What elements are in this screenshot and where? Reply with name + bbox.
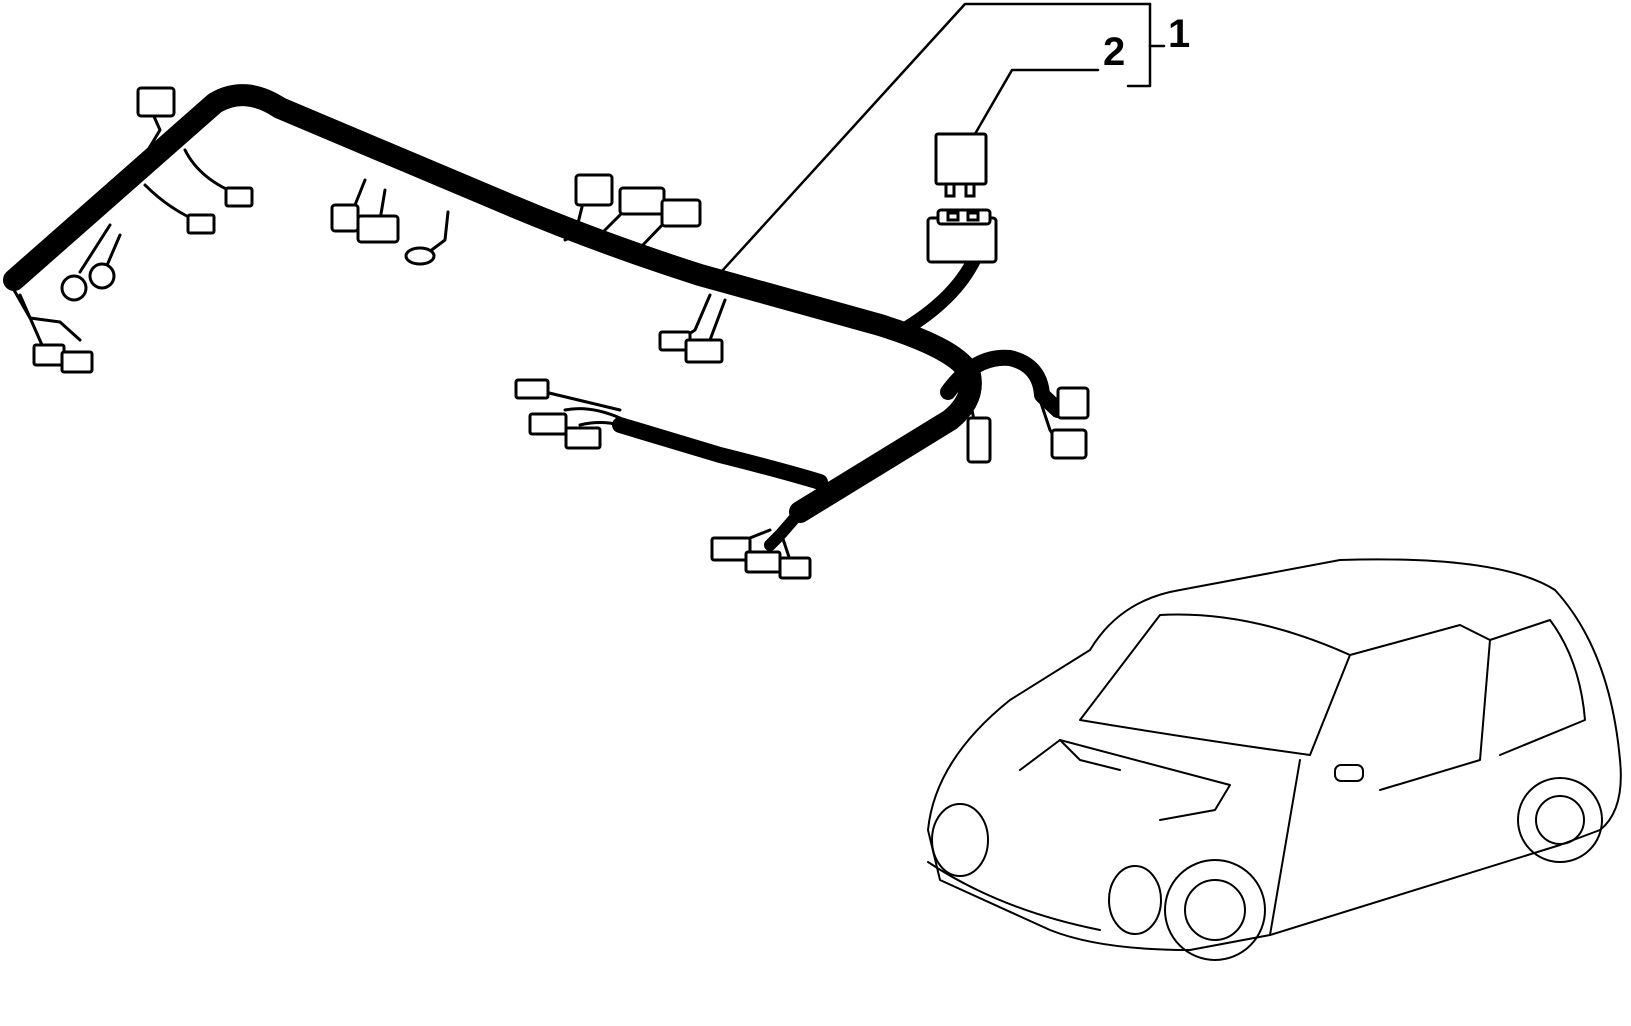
- callout-label-2: 2: [1103, 30, 1126, 74]
- connector: [224, 186, 254, 208]
- callout-label-1: 1: [1168, 12, 1191, 56]
- connector: [60, 350, 94, 374]
- relay: [934, 132, 988, 198]
- relay-holder: [926, 208, 998, 264]
- connector: [514, 378, 550, 400]
- ring-terminal: [404, 246, 436, 266]
- connector: [186, 213, 216, 235]
- connector: [744, 550, 782, 574]
- connector: [356, 214, 400, 244]
- connector: [564, 426, 602, 450]
- connector: [528, 412, 568, 436]
- connector: [618, 186, 666, 216]
- callout-leaders: [710, 2, 1166, 284]
- ring-terminal: [88, 262, 116, 290]
- ring-terminal: [60, 274, 88, 302]
- connector: [1050, 428, 1088, 460]
- connector: [32, 343, 66, 367]
- connector: [574, 173, 614, 207]
- connector: [330, 203, 360, 233]
- connector: [966, 416, 992, 464]
- main-harness-trunk: [3, 84, 1066, 551]
- connector: [1056, 386, 1090, 420]
- connector: [660, 198, 702, 228]
- car-illustration: [927, 558, 1622, 961]
- connector: [710, 536, 752, 562]
- connector: [136, 86, 176, 118]
- connector: [778, 556, 812, 580]
- connectors: [32, 86, 1090, 580]
- connector: [684, 338, 724, 364]
